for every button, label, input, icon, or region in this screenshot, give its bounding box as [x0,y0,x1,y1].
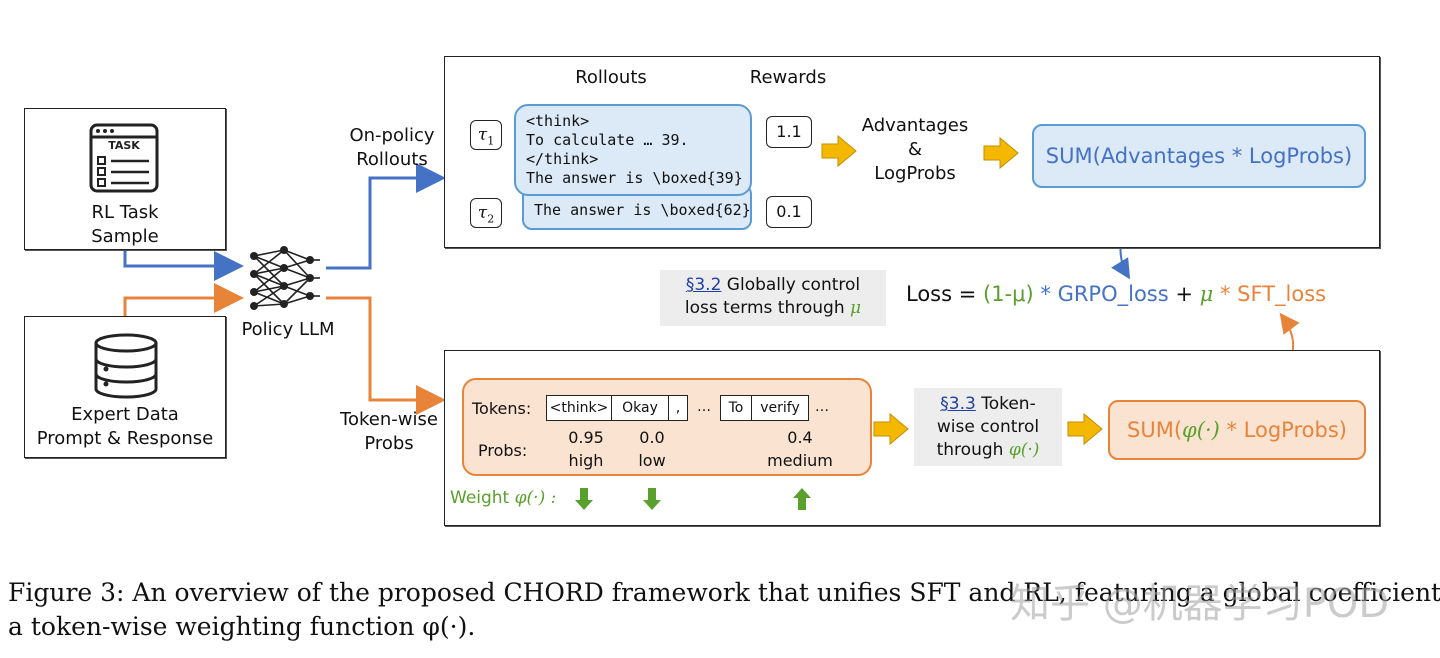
probs-label: Probs: [478,441,528,460]
expert-data-box: Expert Data Prompt & Response [24,316,226,458]
loss-sft: SFT_loss [1237,282,1327,306]
task-label-1: RL Task [91,202,159,223]
caption-line-2: a token-wise weighting function φ(·). [8,612,476,641]
rollout-1-line-2: To calculate … 39. [526,131,689,149]
watermark: 知乎 @机器学习POD [1010,581,1390,627]
rollout-1-line-1: <think> [526,112,590,130]
loss-label: Loss = [906,282,984,306]
neural-network-icon [250,246,320,310]
section-3-2-link[interactable]: §3.2 [685,275,722,295]
onpolicy-label-1: On-policy [349,125,435,146]
loss-star-2: * [1213,282,1238,306]
figure-caption: Figure 3: An overview of the proposed CH… [8,576,1440,644]
caption-chord: CHORD [503,578,604,607]
advantages-label-3: LogProbs [874,163,956,184]
advantages-label-2: & [907,139,923,160]
prob-value-2: 0.0 [639,428,665,447]
loss-equation: Loss = (1-μ) * GRPO_loss + μ * SFT_loss [906,280,1326,308]
rollouts-header: Rollouts [575,67,647,88]
token-verify: verify [752,395,809,421]
policy-to-probs-arrow [326,296,446,415]
loss-coef-1: (1-μ) [983,282,1034,306]
token-okay: Okay [612,395,669,421]
section-3-3-link[interactable]: §3.3 [940,394,976,414]
onpolicy-label-2: Rollouts [356,149,428,170]
token-to: To [720,395,752,421]
advantages-label-1: Advantages [861,115,969,136]
tokens-ellipsis: … [697,399,711,415]
task-to-policy-arrow [123,250,244,281]
prob-value-1: 0.95 [568,428,604,447]
prob-level-1: high [568,451,604,470]
policy-to-rollouts-arrow [326,163,446,270]
weight-label: Weight φ(·) : [450,488,557,508]
yellow-arrow-icon [1067,412,1103,446]
tau-2: τ2 [470,198,502,228]
tokens-label: Tokens: [472,399,532,418]
section-3-3-text-3: through [936,440,1009,460]
sft-sum-phi: φ(·) [1182,418,1220,442]
yellow-arrow-icon [873,412,909,446]
weight-phi: φ(·) : [514,488,557,508]
yellow-arrow-icon [983,136,1019,170]
section-3-3-text-2: wise control [936,417,1040,437]
loss-star-1: * [1033,282,1058,306]
yellow-arrow-icon [821,134,857,168]
tokens-ellipsis-2: … [815,399,829,415]
section-3-3-note: §3.3 Token- wise control through φ(·) [914,388,1062,466]
expert-label-2: Prompt & Response [36,428,214,449]
prob-level-3: medium [767,451,833,470]
rollout-1-line-3: </think> [526,150,599,168]
reward-1: 1.1 [766,116,812,148]
task-label-2: Sample [91,226,159,247]
section-3-2-text-2: loss terms through [684,298,850,318]
expert-label-1: Expert Data [71,404,179,425]
expert-to-policy-arrow [123,283,244,316]
section-3-3-text-1: Token- [975,394,1036,414]
section-3-2-text-1: Globally control [721,275,861,295]
rewards-header: Rewards [749,67,827,88]
grpo-sum-box: SUM(Advantages * LogProbs) [1032,124,1366,188]
reward-2: 0.1 [766,196,812,228]
task-icon-label: TASK [108,139,140,152]
section-3-3-phi: φ(·) [1008,440,1040,460]
token-comma: , [669,395,688,421]
policy-llm-label: Policy LLM [241,319,335,340]
grpo-sum-text: SUM(Advantages * LogProbs) [1045,144,1353,168]
loss-grpo: GRPO_loss [1057,282,1169,306]
arrow-up-icon [793,488,811,510]
rl-task-box: TASK RL Task Sample [24,108,226,250]
prob-value-3: 0.4 [787,428,813,447]
token-think: <think> [546,395,612,421]
rollout-2-text: The answer is \boxed{62} [534,201,751,219]
loss-mu: μ [1199,282,1214,306]
sft-sum-box: SUM(φ(·) * LogProbs) [1108,400,1366,460]
tokenwise-label-1: Token-wise [340,409,438,430]
tokenwise-label-2: Probs [364,433,414,454]
tau-1: τ1 [470,120,502,150]
prob-level-2: low [638,451,666,470]
task-icon: TASK [89,123,159,193]
caption-line-1: Figure 3: An overview of the proposed CH… [8,578,1440,607]
section-3-2-note: §3.2 Globally control loss terms through… [660,270,886,326]
database-icon [94,333,158,399]
section-3-2-mu: μ [850,298,862,318]
arrow-down-icon [643,488,661,510]
rollout-1-line-4: The answer is \boxed{39} [526,169,743,187]
sft-sum-text: SUM(φ(·) * LogProbs) [1127,418,1347,442]
arrow-down-icon [575,488,593,510]
rollout-1-box: <think> To calculate … 39. </think> The … [514,104,752,196]
loss-plus: + [1168,282,1200,306]
